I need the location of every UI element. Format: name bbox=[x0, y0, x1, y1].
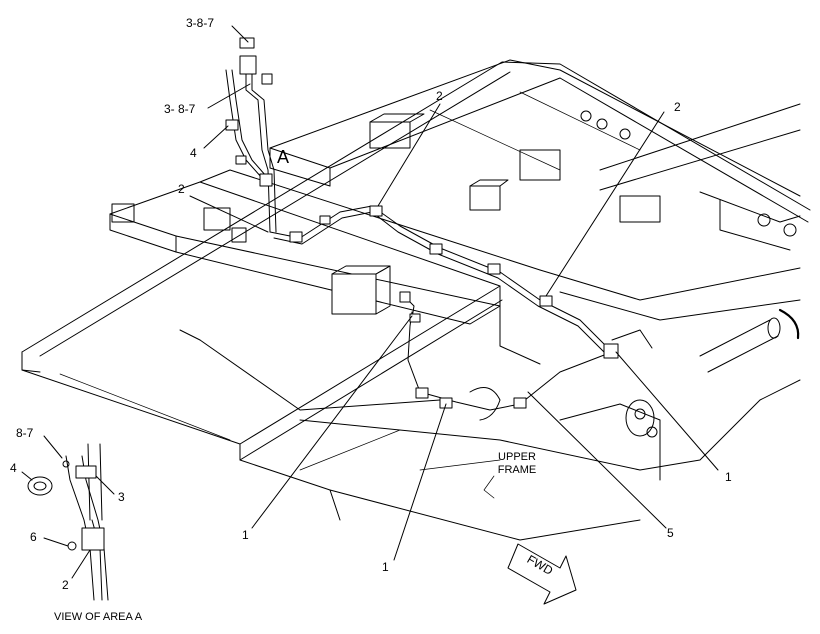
callout-2-right: 2 bbox=[674, 100, 681, 114]
inset-callout-4: 4 bbox=[10, 461, 17, 475]
rear-cross-member bbox=[269, 59, 809, 223]
right-side-rail bbox=[499, 103, 801, 365]
upper-frame-leader bbox=[483, 475, 495, 499]
fwd-arrow bbox=[507, 543, 577, 605]
inset-caption: VIEW OF AREA A bbox=[54, 611, 143, 623]
upper-frame-note-line1: UPPER bbox=[498, 451, 536, 463]
callout-1-bottom-left: 1 bbox=[242, 528, 249, 542]
left-side-rail bbox=[21, 61, 811, 461]
callout-2-left: 2 bbox=[178, 182, 185, 196]
drive-shaft bbox=[625, 308, 800, 438]
callout-1-right: 1 bbox=[725, 470, 732, 484]
inset-callout-2: 2 bbox=[62, 578, 69, 592]
lower-frame-plate bbox=[179, 329, 801, 541]
inset-callout-6: 6 bbox=[30, 530, 37, 544]
callout-4-top: 4 bbox=[190, 146, 197, 160]
callout-1-bottom: 1 bbox=[382, 560, 389, 574]
callout-3-8-7-top: 3-8-7 bbox=[186, 16, 215, 30]
area-a-label: A bbox=[277, 147, 290, 167]
callout-3-8-7-mid: 3- 8-7 bbox=[164, 102, 196, 116]
center-box bbox=[331, 265, 391, 315]
front-brackets bbox=[111, 113, 661, 223]
callout-2-top: 2 bbox=[436, 89, 443, 103]
leader-lines bbox=[189, 25, 719, 561]
area-a-inset bbox=[21, 435, 115, 601]
harness-clips bbox=[225, 37, 619, 409]
callout-5: 5 bbox=[667, 526, 674, 540]
middle-cross-member bbox=[109, 169, 541, 325]
inset-callout-8-7: 8-7 bbox=[16, 426, 34, 440]
inset-callout-3: 3 bbox=[118, 490, 125, 504]
upper-frame-note-line2: FRAME bbox=[497, 464, 537, 476]
